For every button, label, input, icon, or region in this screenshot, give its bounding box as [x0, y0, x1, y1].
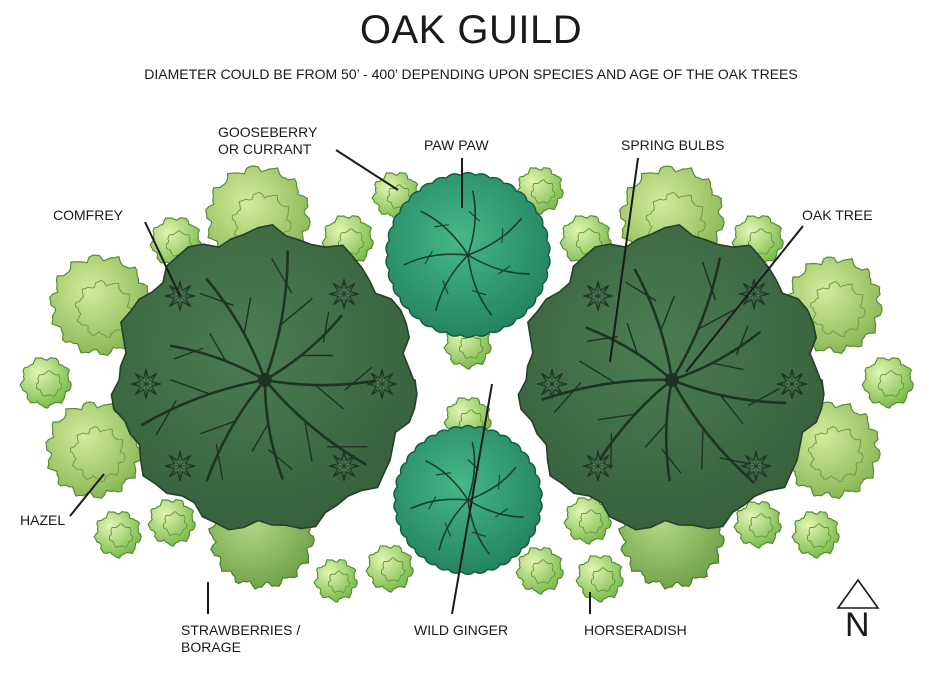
- small-shrub: [733, 501, 782, 549]
- comfrey-icon: [582, 450, 614, 482]
- north-label: N: [845, 606, 870, 644]
- leader-wild-ginger: [451, 383, 493, 615]
- label-oak-tree: OAK TREE: [802, 207, 873, 223]
- comfrey-icon: [776, 368, 808, 400]
- leader-spring-bulbs: [609, 157, 639, 363]
- leader-comfrey: [144, 221, 181, 297]
- comfrey-icon: [738, 278, 770, 310]
- leader-hazel: [69, 473, 105, 517]
- comfrey-icon: [366, 368, 398, 400]
- oak-tree: [110, 223, 418, 531]
- comfrey-icon: [164, 450, 196, 482]
- label-wild-ginger: WILD GINGER: [414, 622, 509, 638]
- small-shrub: [19, 357, 72, 409]
- comfrey-icon: [536, 368, 568, 400]
- label-strawberries: STRAWBERRIES / BORAGE: [181, 622, 301, 655]
- label-hazel: HAZEL: [20, 512, 66, 528]
- small-shrub: [313, 559, 358, 603]
- small-shrub: [93, 511, 142, 559]
- comfrey-icon: [582, 280, 614, 312]
- north-arrow-icon: [836, 578, 880, 609]
- leader-gooseberry: [335, 149, 399, 191]
- comfrey-icon: [130, 368, 162, 400]
- small-shrub: [563, 497, 612, 545]
- oak-tree: [517, 223, 825, 531]
- comfrey-plants: [130, 278, 808, 482]
- page-title: OAK GUILD: [359, 8, 583, 52]
- leader-oak-tree: [685, 225, 804, 373]
- leader-lines: [69, 149, 804, 615]
- small-shrub: [515, 547, 564, 595]
- small-shrub: [575, 555, 624, 603]
- small-shrub: [861, 357, 914, 409]
- label-pawpaw: PAW PAW: [424, 137, 489, 153]
- pawpaw-trees: [385, 171, 551, 576]
- label-gooseberry: GOOSEBERRY OR CURRANT: [218, 124, 318, 157]
- small-shrub: [365, 545, 414, 593]
- comfrey-icon: [740, 450, 772, 482]
- small-shrub: [147, 499, 196, 547]
- comfrey-icon: [328, 278, 360, 310]
- page-subtitle: DIAMETER COULD BE FROM 50’ - 400’ DEPEND…: [144, 66, 798, 82]
- comfrey-icon: [328, 450, 360, 482]
- label-spring-bulbs: SPRING BULBS: [621, 137, 725, 153]
- label-comfrey: COMFREY: [53, 207, 123, 223]
- pawpaw-tree: [393, 424, 543, 576]
- small-shrub: [791, 511, 840, 559]
- pawpaw-tree: [385, 171, 551, 339]
- label-horseradish: HORSERADISH: [584, 622, 687, 638]
